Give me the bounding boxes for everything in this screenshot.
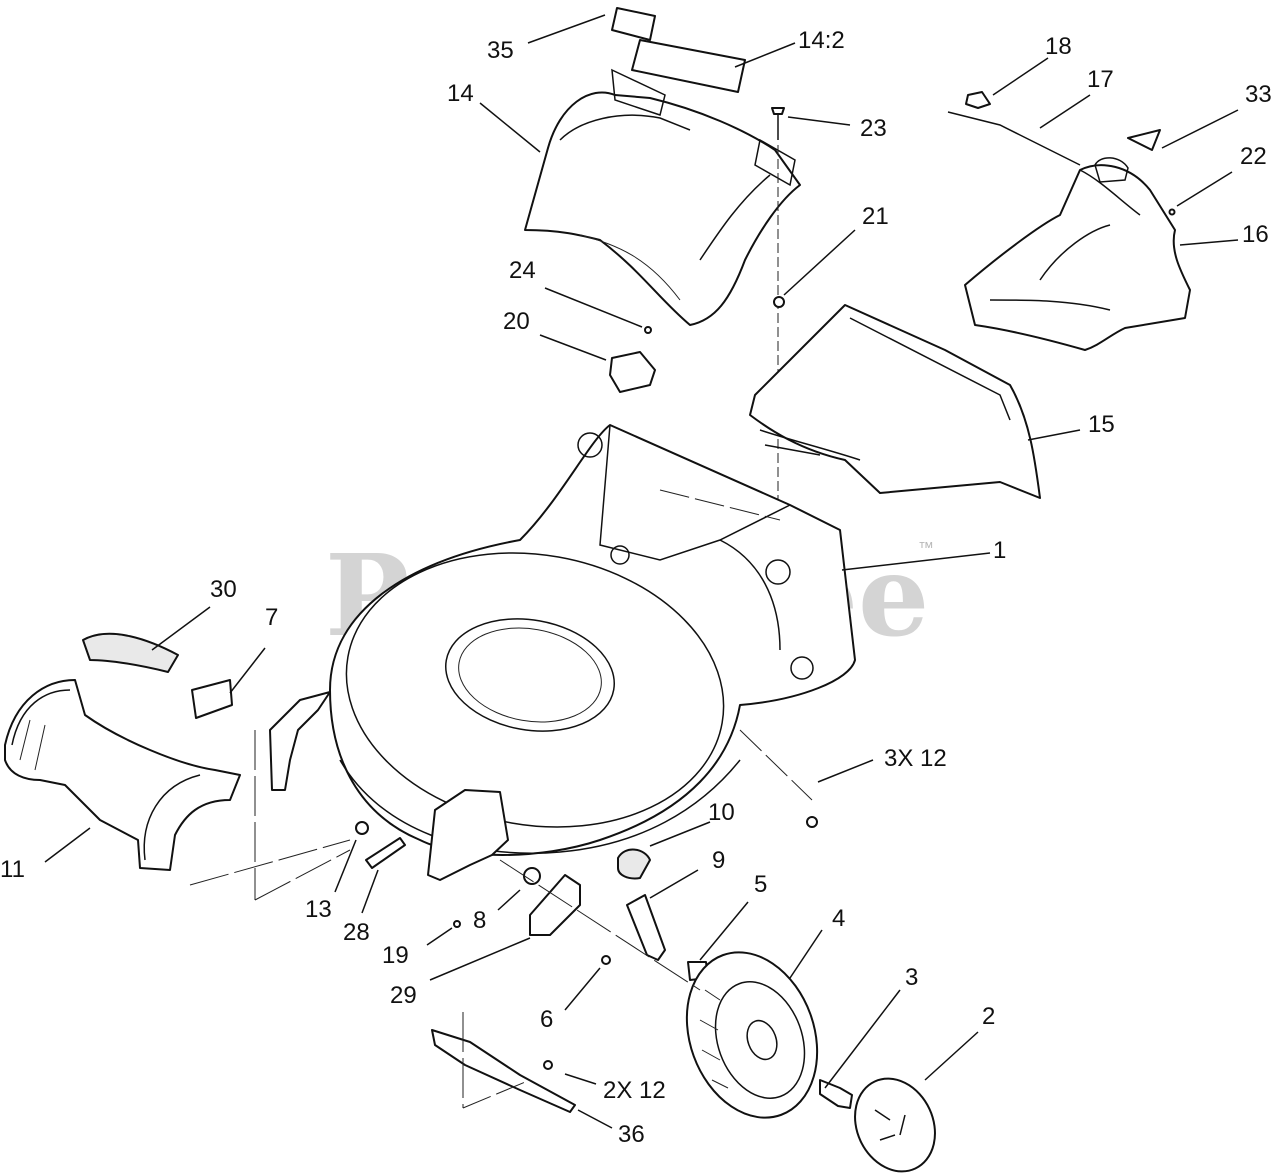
part-nut-21[interactable] xyxy=(773,296,785,308)
part-cap-10[interactable] xyxy=(617,848,651,880)
part-lever-9[interactable] xyxy=(626,894,666,961)
assembly-lines xyxy=(189,489,813,1109)
callout-17[interactable]: 17 xyxy=(1087,66,1114,93)
callout-4[interactable]: 4 xyxy=(832,905,845,932)
part-bolt-23[interactable] xyxy=(771,107,785,140)
part-front-cover-11[interactable] xyxy=(4,679,241,871)
part-left-bracket[interactable] xyxy=(269,691,331,791)
part-washer-6[interactable] xyxy=(601,955,611,965)
part-grass-bag-frame[interactable] xyxy=(964,157,1191,351)
callout-2x12[interactable]: 2X 12 xyxy=(603,1077,666,1104)
callout-19[interactable]: 19 xyxy=(382,942,409,969)
callout-36[interactable]: 36 xyxy=(618,1121,645,1148)
watermark-trademark: ™ xyxy=(918,540,934,557)
callout-8[interactable]: 8 xyxy=(473,907,486,934)
part-pin-22[interactable] xyxy=(1168,208,1176,216)
callout-22[interactable]: 22 xyxy=(1240,143,1267,170)
callout-21[interactable]: 21 xyxy=(862,203,889,230)
leader-lines xyxy=(44,14,1239,1129)
part-bracket-7[interactable] xyxy=(191,679,233,719)
callout-3[interactable]: 3 xyxy=(905,964,918,991)
callout-6[interactable]: 6 xyxy=(540,1006,553,1033)
part-axle-bolt-3[interactable] xyxy=(819,1079,853,1109)
callout-35[interactable]: 35 xyxy=(487,37,514,64)
part-screw-24[interactable] xyxy=(644,326,652,334)
part-rod-17[interactable] xyxy=(947,111,1081,166)
part-knob-18[interactable] xyxy=(965,91,991,109)
part-discharge-chute[interactable] xyxy=(749,304,1041,499)
callout-7[interactable]: 7 xyxy=(265,604,278,631)
callout-9[interactable]: 9 xyxy=(712,847,725,874)
callout-29[interactable]: 29 xyxy=(390,982,417,1009)
callout-13[interactable]: 13 xyxy=(305,896,332,923)
part-screw-2x12[interactable] xyxy=(543,1060,553,1070)
part-hubcap-2[interactable] xyxy=(840,1065,949,1175)
part-clip-20[interactable] xyxy=(609,351,656,393)
part-bracket-36[interactable] xyxy=(431,1029,576,1113)
part-screw-19[interactable] xyxy=(453,920,461,928)
callout-28[interactable]: 28 xyxy=(343,919,370,946)
callout-23[interactable]: 23 xyxy=(860,115,887,142)
callout-24[interactable]: 24 xyxy=(509,257,536,284)
callout-10[interactable]: 10 xyxy=(708,799,735,826)
part-wheel-4[interactable] xyxy=(665,934,840,1136)
callout-20[interactable]: 20 xyxy=(503,308,530,335)
part-decal-33[interactable] xyxy=(1127,129,1161,151)
part-decal-35[interactable] xyxy=(611,7,656,41)
callout-18[interactable]: 18 xyxy=(1045,33,1072,60)
part-decal-14-2[interactable] xyxy=(631,39,746,93)
callout-15[interactable]: 15 xyxy=(1088,411,1115,438)
callout-30[interactable]: 30 xyxy=(210,576,237,603)
callout-1[interactable]: 1 xyxy=(993,537,1006,564)
callout-11[interactable]: 11 xyxy=(0,856,25,883)
part-rear-guard-upper[interactable] xyxy=(524,68,801,326)
part-plate-29[interactable] xyxy=(529,874,581,936)
callout-3x12[interactable]: 3X 12 xyxy=(884,745,947,772)
callout-16[interactable]: 16 xyxy=(1242,221,1269,248)
callout-5[interactable]: 5 xyxy=(754,871,767,898)
part-nut-13[interactable] xyxy=(355,821,369,835)
part-mower-deck[interactable] xyxy=(324,424,856,856)
part-screw-3x12[interactable] xyxy=(806,816,818,828)
callout-2[interactable]: 2 xyxy=(982,1003,995,1030)
part-decal-30[interactable] xyxy=(82,632,179,673)
callout-33[interactable]: 33 xyxy=(1245,81,1272,108)
callout-14-2[interactable]: 14:2 xyxy=(798,27,845,54)
part-washer-8[interactable] xyxy=(523,867,541,885)
part-link-28[interactable] xyxy=(365,837,406,869)
callout-14[interactable]: 14 xyxy=(447,80,474,107)
part-wheel-bracket[interactable] xyxy=(427,789,509,881)
